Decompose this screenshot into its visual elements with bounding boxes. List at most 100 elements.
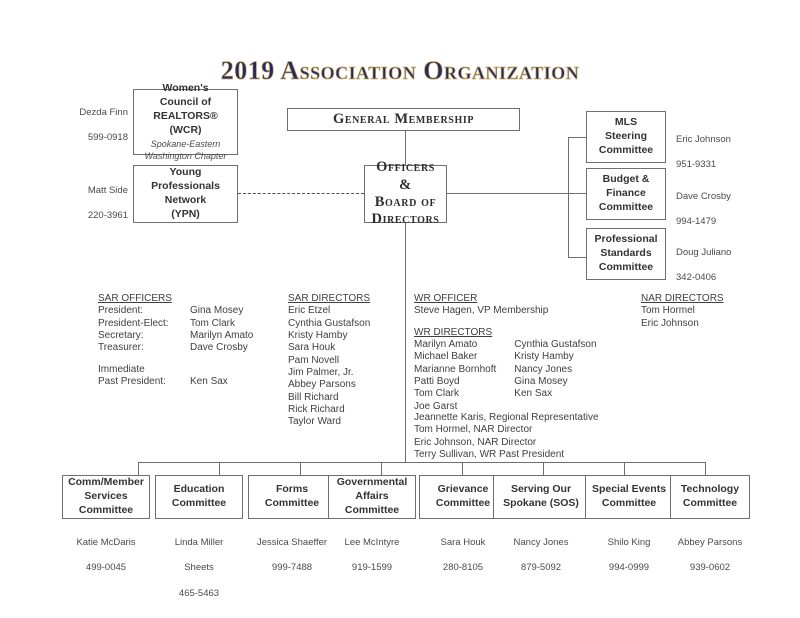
wcr-line-1: Women's <box>162 81 209 94</box>
wr-director-name: Gina Mosey <box>514 376 568 388</box>
box-education-committee[interactable]: Education Committee <box>155 475 243 519</box>
nar-director-name: Eric Johnson <box>641 317 699 329</box>
bc5-contact-phone: 879-5092 <box>520 562 562 574</box>
ypn-line-1: Young <box>169 166 202 179</box>
mls-line-2: Steering <box>604 130 647 143</box>
sar-director-name: Pam Novell <box>288 354 340 366</box>
nar-director-name: Tom Hormel <box>641 305 695 317</box>
drop-serving-our-spokane <box>543 462 544 475</box>
bc2-line-1: Forms <box>275 483 309 496</box>
bc3-line-3: Committee <box>344 503 400 516</box>
box-general-membership[interactable]: General Membership <box>287 108 520 131</box>
sar-past-president-role: Past President: <box>98 376 166 388</box>
officers-line-2: Board of <box>374 194 437 210</box>
sar-officer-row: President-Elect:Tom Clark <box>98 318 253 330</box>
roster-sar-officers: SAR OFFICERS President:Gina Mosey Presid… <box>98 293 253 388</box>
bc6-contact-name-1: Shilo King <box>607 536 651 548</box>
wr-director-name: Cynthia Gustafson <box>514 339 597 351</box>
sar-director-name: Taylor Ward <box>288 416 341 428</box>
bc0-line-1: Comm/Member <box>68 476 144 489</box>
sar-officer-row: President:Gina Mosey <box>98 305 253 317</box>
sar-director-name: Cynthia Gustafson <box>288 317 371 329</box>
bc1-contact-phone: 465-5463 <box>178 588 220 600</box>
box-grievance-committee[interactable]: Grievance Committee <box>419 475 507 519</box>
box-officers-and-board-of-directors[interactable]: Officers & Board of Directors <box>364 159 447 227</box>
wcr-contact: Dezda Finn 599-0918 <box>52 94 128 158</box>
ypn-contact-name: Matt Side <box>87 184 128 196</box>
drop-forms <box>300 462 301 475</box>
sar-director-name: Rick Richard <box>288 404 345 416</box>
box-comm-member-services-committee[interactable]: Comm/Member Services Committee <box>62 475 150 519</box>
national-role-entry: Terry Sullivan, WR Past President <box>414 449 565 461</box>
drop-technology <box>705 462 706 475</box>
box-serving-our-spokane-committee[interactable]: Serving Our Spokane (SOS) <box>493 475 589 519</box>
bc5-line-1: Serving Our <box>510 483 572 496</box>
bc6-line-2: Committee <box>601 497 657 509</box>
wr-director-name: Kristy Hamby <box>514 351 574 363</box>
box-womens-council-of-realtors[interactable]: Women's Council of REALTORS® (WCR) Spoka… <box>133 82 238 161</box>
wr-directors-column-right: Cynthia Gustafson Kristy Hamby Nancy Jon… <box>514 339 596 413</box>
bc4-contact-name-1: Sara Houk <box>440 536 486 548</box>
stub-professional-standards <box>568 257 586 258</box>
wr-director-name: Marianne Bornhoft <box>414 363 497 375</box>
profstd-line-1: Professional <box>594 233 658 246</box>
sar-director-name: Abbey Parsons <box>288 379 356 391</box>
bc0-contact-name-1: Katie McDaris <box>76 536 136 548</box>
bc3-line-1: Governmental <box>336 476 408 489</box>
mls-contact-phone: 951-9331 <box>676 159 717 171</box>
bc6-line-1: Special Events <box>591 483 667 496</box>
bc5-line-2: Spokane (SOS) <box>503 497 579 509</box>
box-technology-committee[interactable]: Technology Committee <box>670 475 750 519</box>
box-forms-committee[interactable]: Forms Committee <box>248 475 336 519</box>
professional-standards-contact: Doug Juliano 342-0406 <box>676 234 766 298</box>
box-professional-standards-committee[interactable]: Professional Standards Committee <box>586 228 666 280</box>
wr-director-name: Patti Boyd <box>414 376 460 388</box>
wcr-line-3: REALTORS® (WCR) <box>153 109 218 136</box>
bc4-line-2: Committee <box>435 497 491 509</box>
box-mls-steering-committee[interactable]: MLS Steering Committee <box>586 111 666 163</box>
wr-director-name: Nancy Jones <box>514 363 573 375</box>
stub-budget-finance <box>568 193 586 194</box>
box-governmental-affairs-committee[interactable]: Governmental Affairs Committee <box>328 475 416 519</box>
serving-our-spokane-contact: Nancy Jones 879-5092 <box>493 524 589 588</box>
wr-director-name: Joe Garst <box>414 400 458 412</box>
mls-line-3: Committee <box>598 143 654 156</box>
sar-director-name: Kristy Hamby <box>288 330 348 342</box>
bc1-line-2: Committee <box>171 497 227 509</box>
sar-directors-heading: SAR DIRECTORS <box>288 293 371 304</box>
page-title: 2019 Association Organization <box>220 56 580 86</box>
sar-director-name: Bill Richard <box>288 391 339 403</box>
grievance-contact: Sara Houk 280-8105 <box>419 524 507 588</box>
box-special-events-committee[interactable]: Special Events Committee <box>585 475 673 519</box>
sar-director-name: Jim Palmer, Jr. <box>288 367 354 379</box>
national-role-entry: Jeannette Karis, Regional Representative <box>414 412 599 423</box>
bc0-contact-phone: 499-0045 <box>85 562 127 574</box>
bc3-contact-phone: 919-1599 <box>351 562 393 574</box>
box-budget-finance-committee[interactable]: Budget & Finance Committee <box>586 168 666 220</box>
budget-finance-contact: Dave Crosby 994-1479 <box>676 178 766 242</box>
sar-officer-row: Secretary:Marilyn Amato <box>98 330 253 342</box>
wcr-contact-name: Dezda Finn <box>79 106 128 118</box>
wr-officer-heading: WR OFFICER <box>414 293 478 304</box>
forms-contact: Jessica Shaeffer 999-7488 <box>242 524 342 588</box>
bc0-line-3: Committee <box>78 503 134 516</box>
connector-officers-to-right-bus <box>447 193 569 194</box>
roster-sar-directors: SAR DIRECTORS Eric Etzel Cynthia Gustafs… <box>288 293 370 429</box>
bc1-line-1: Education <box>173 483 225 496</box>
bc7-line-2: Committee <box>682 497 738 509</box>
bc7-contact-name-1: Abbey Parsons <box>677 536 743 548</box>
bc7-line-1: Technology <box>680 483 740 496</box>
ypn-line-4: (YPN) <box>171 207 200 220</box>
bc5-contact-name-1: Nancy Jones <box>513 536 569 548</box>
profstd-line-2: Standards <box>600 247 652 260</box>
box-young-professionals-network[interactable]: Young Professionals Network (YPN) <box>133 165 238 223</box>
sar-officer-name: Tom Clark <box>190 317 236 329</box>
sar-director-name: Eric Etzel <box>288 305 331 317</box>
stub-mls-steering <box>568 137 586 138</box>
officers-line-1: Officers & <box>376 159 435 193</box>
roster-spacer <box>414 318 597 327</box>
wr-director-name: Ken Sax <box>514 388 553 400</box>
bc4-contact-phone: 280-8105 <box>442 562 484 574</box>
technology-contact: Abbey Parsons 939-0602 <box>664 524 756 588</box>
wcr-line-2: Council of <box>159 95 212 108</box>
